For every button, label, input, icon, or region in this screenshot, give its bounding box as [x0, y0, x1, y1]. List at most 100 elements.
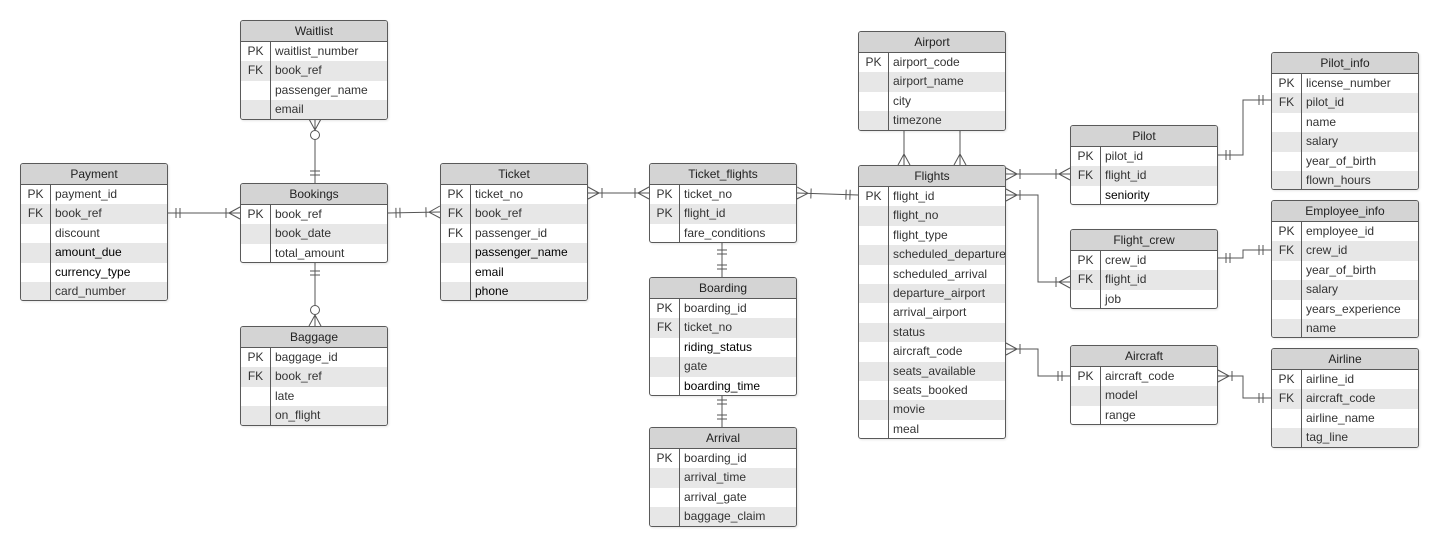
field-row: name	[1272, 318, 1418, 338]
field-key	[441, 281, 471, 301]
field-name: flight_id	[1105, 272, 1147, 287]
field-key: FK	[1272, 389, 1302, 409]
field-name: currency_type	[55, 264, 131, 279]
field-key	[1272, 151, 1302, 171]
field-key	[859, 225, 889, 246]
field-key	[650, 376, 680, 395]
relationship-flight-crew-employee-info	[1218, 245, 1271, 263]
field-name: card_number	[55, 283, 126, 298]
relationship-airport-flights	[897, 129, 967, 166]
field-name: ticket_no	[684, 320, 733, 335]
field-key	[859, 400, 889, 420]
field-key: FK	[650, 318, 680, 338]
field-key	[1071, 185, 1101, 205]
field-name: passenger_name	[275, 82, 368, 97]
field-key	[1071, 405, 1101, 425]
field-row: years_experience	[1272, 299, 1418, 319]
field-key	[441, 243, 471, 263]
field-row: phone	[441, 281, 587, 301]
field-row: flight_no	[859, 206, 1005, 226]
field-row: scheduled_departure	[859, 245, 1005, 265]
field-name: book_ref	[275, 207, 322, 221]
field-name: aircraft_code	[1306, 391, 1376, 406]
field-key	[1272, 280, 1302, 300]
field-row: on_flight	[241, 406, 387, 425]
field-key	[859, 419, 889, 439]
relationship-ticket-flights-flights	[796, 186, 859, 200]
field-name: seats_available	[893, 363, 976, 378]
field-name: fare_conditions	[684, 225, 766, 240]
field-key: FK	[1071, 166, 1101, 186]
field-key: PK	[650, 185, 680, 205]
field-key: PK	[21, 185, 51, 205]
field-key: FK	[1272, 241, 1302, 261]
field-name: book_date	[275, 226, 332, 241]
field-key	[859, 264, 889, 284]
field-name: boarding_id	[684, 451, 747, 465]
field-key: PK	[859, 53, 889, 73]
field-row: meal	[859, 419, 1005, 439]
entity-title: Boarding	[650, 278, 796, 299]
field-name: book_ref	[275, 63, 322, 78]
field-name: airport_name	[893, 74, 964, 89]
field-row: book_date	[241, 224, 387, 244]
field-row: boarding_time	[650, 376, 796, 395]
field-row: flown_hours	[1272, 170, 1418, 190]
relationship-aircraft-airline	[1217, 369, 1271, 403]
field-name: flight_no	[893, 208, 939, 223]
field-name: amount_due	[55, 245, 122, 260]
field-row: passenger_name	[241, 80, 387, 101]
entity-title: Bookings	[241, 184, 387, 205]
field-name: status	[893, 324, 926, 339]
field-name: baggage_claim	[684, 509, 766, 524]
field-name: boarding_id	[684, 301, 747, 315]
field-row: city	[859, 91, 1005, 112]
field-name: timezone	[893, 113, 942, 128]
field-name: tag_line	[1306, 430, 1349, 445]
field-name: airport_code	[893, 55, 960, 69]
field-row: card_number	[21, 281, 167, 301]
field-row: email	[241, 100, 387, 119]
field-key	[1272, 408, 1302, 429]
field-name: flight_type	[893, 227, 948, 242]
field-key	[859, 111, 889, 130]
field-row: baggage_claim	[650, 507, 796, 526]
field-name: year_of_birth	[1306, 262, 1377, 277]
entity-title: Flights	[859, 166, 1005, 187]
field-name: salary	[1306, 282, 1339, 297]
field-name: flown_hours	[1306, 172, 1371, 187]
field-row: model	[1071, 386, 1217, 406]
field-row: aircraft_code	[859, 342, 1005, 362]
field-name: employee_id	[1306, 224, 1375, 238]
entity-title: Ticket	[441, 164, 587, 185]
field-name: riding_status	[684, 339, 753, 354]
field-key	[241, 386, 271, 407]
field-name: arrival_gate	[684, 489, 747, 504]
field-name: book_ref	[475, 206, 522, 221]
entity-title: Payment	[21, 164, 167, 185]
